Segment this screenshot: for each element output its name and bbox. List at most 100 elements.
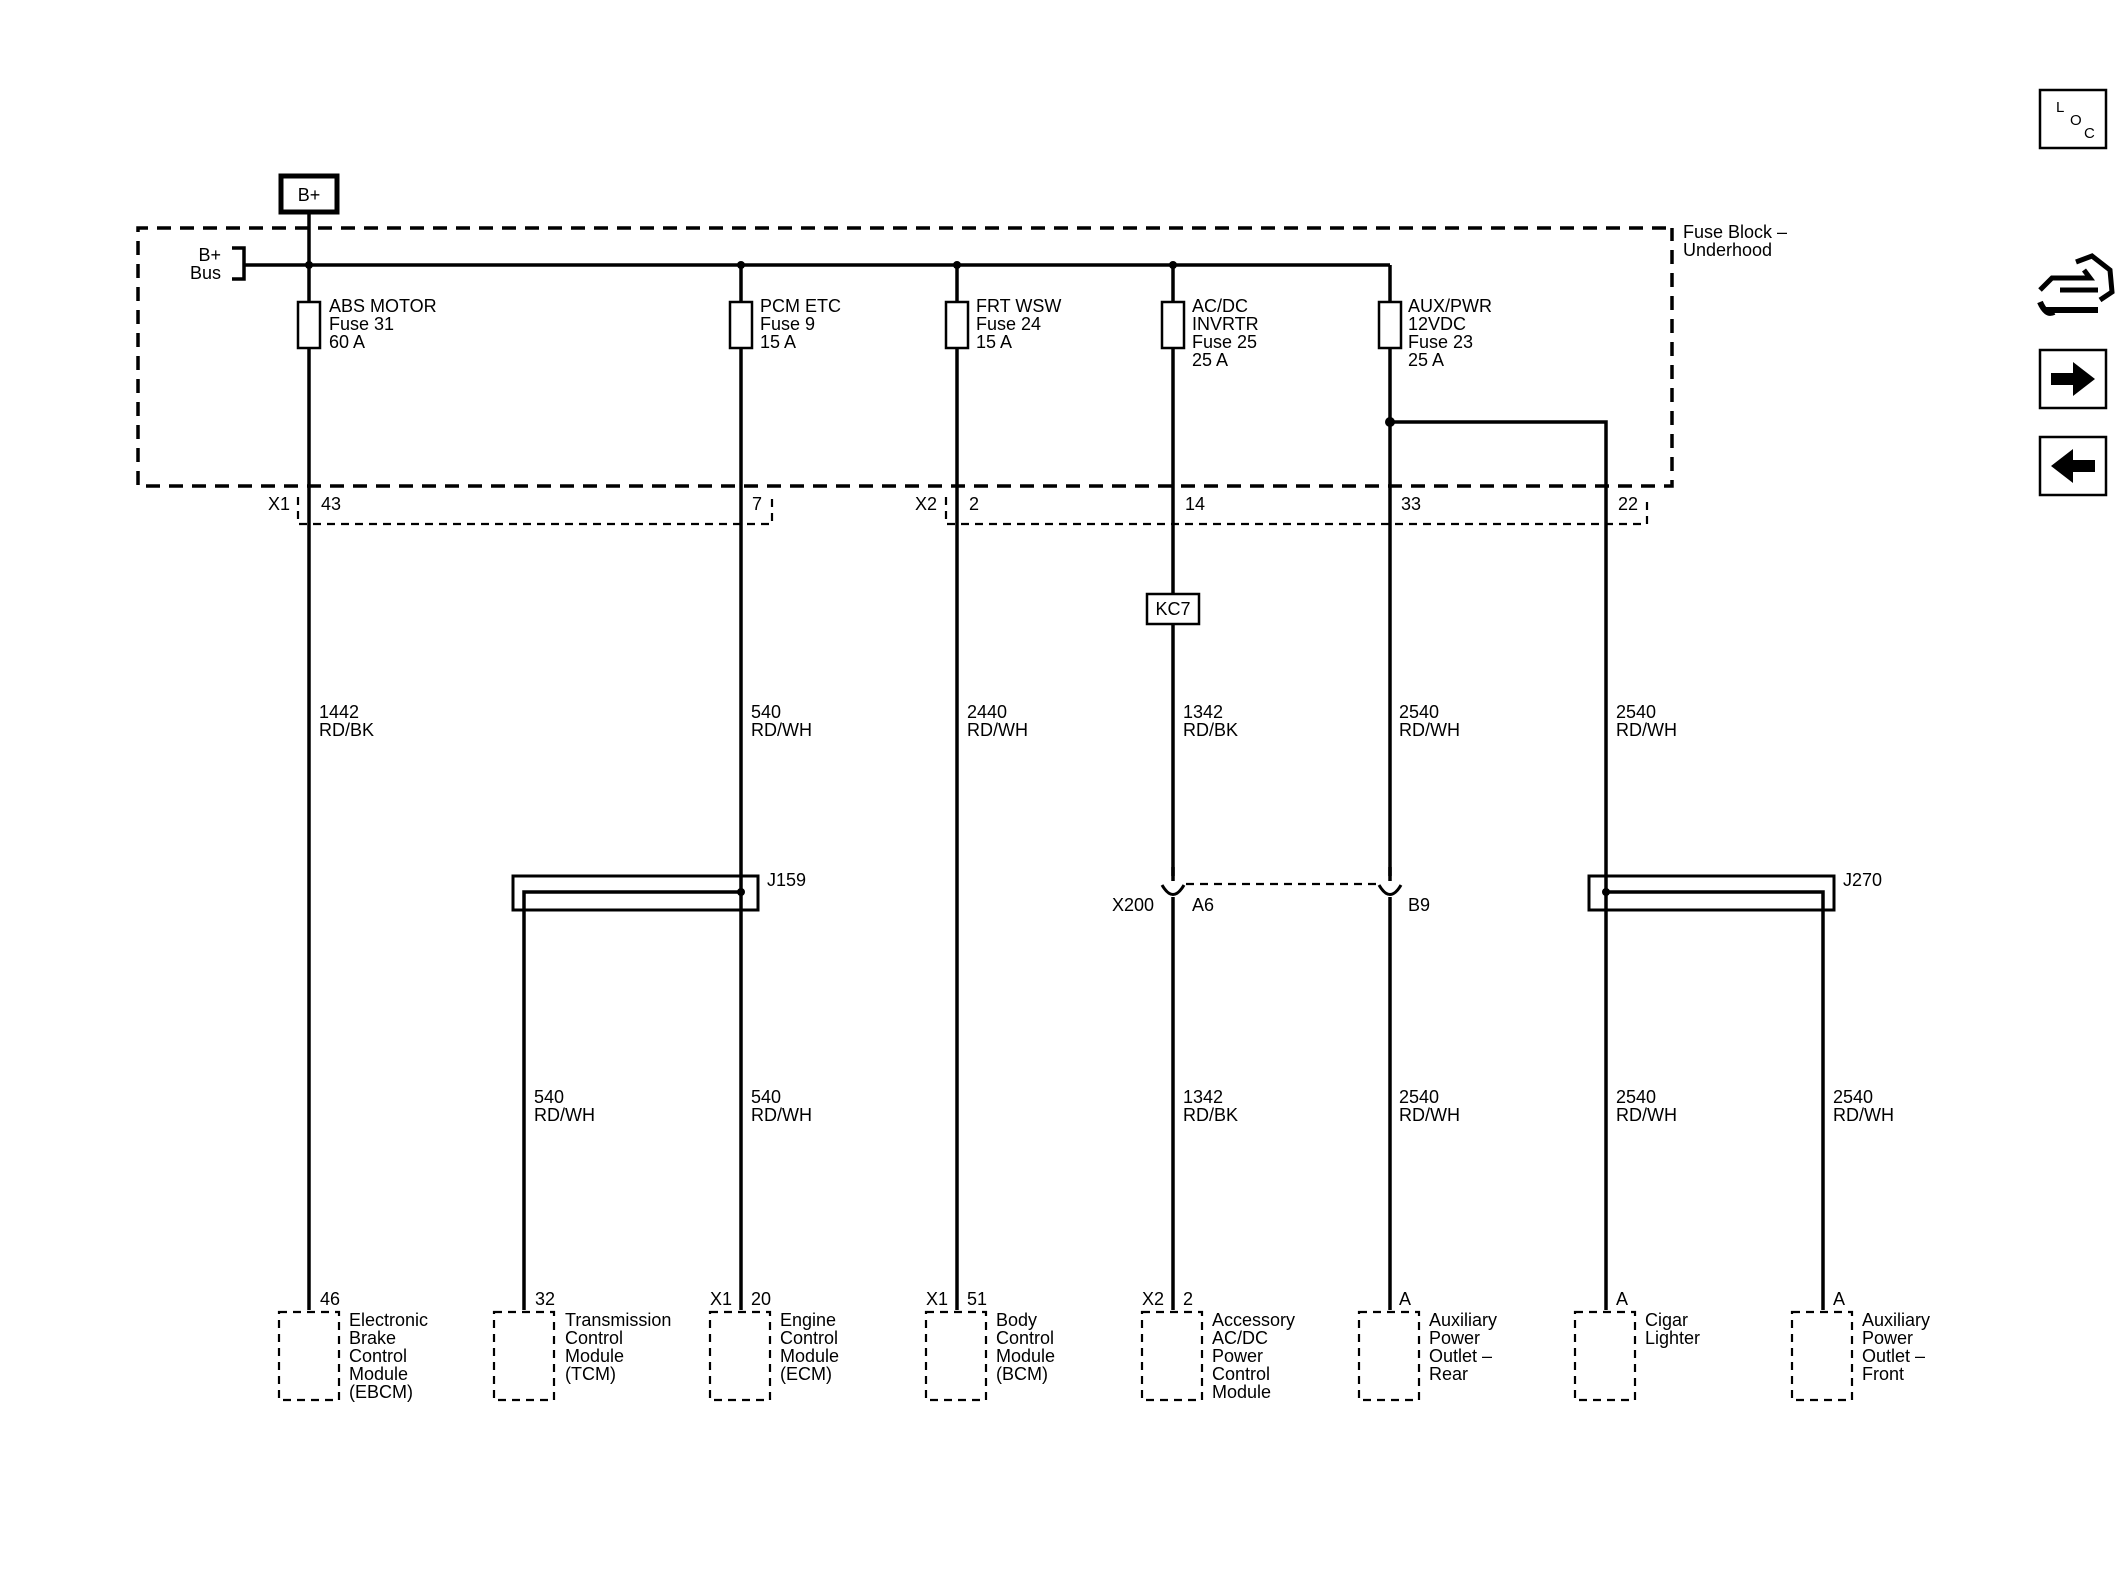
connector-x1-label: X1 (268, 494, 290, 514)
bus-label-2: Bus (190, 263, 221, 283)
component-aux-rear-name-2: Power (1429, 1328, 1480, 1348)
component-aux-rear-name-4: Rear (1429, 1364, 1468, 1384)
wire-2540-number: 2540 (1399, 702, 1439, 722)
fuse-25-label: AC/DC (1192, 296, 1248, 316)
component-aux-outlet-rear: A Auxiliary Power Outlet – Rear (1357, 1289, 1497, 1402)
component-ebcm-name-3: Control (349, 1346, 407, 1366)
fuse-31-branch: ABS MOTOR Fuse 31 60 A (296, 261, 437, 1310)
component-apcm-name-3: Power (1212, 1346, 1263, 1366)
next-page-button[interactable] (2038, 348, 2108, 410)
wire-2540-cigar-color: RD/WH (1616, 1105, 1677, 1125)
wire-540-ecm-number: 540 (751, 1087, 781, 1107)
fuse-23-rating: 25 A (1408, 350, 1444, 370)
component-tcm-name-1: Transmission (565, 1310, 671, 1330)
splice-j159: J159 (511, 870, 806, 1310)
connector-x1: X1 43 7 (268, 494, 774, 526)
connector-x2-label: X2 (915, 494, 937, 514)
component-aux-front-name-3: Outlet – (1862, 1346, 1925, 1366)
component-aux-front-name-4: Front (1862, 1364, 1904, 1384)
component-bcm-name-3: Module (996, 1346, 1055, 1366)
component-ecm-name-2: Control (780, 1328, 838, 1348)
component-aux-rear-name-3: Outlet – (1429, 1346, 1492, 1366)
location-icon-o: O (2070, 112, 2082, 129)
pin-7-label: 7 (752, 494, 762, 514)
component-ebcm: 46 Electronic Brake Control Module (EBCM… (277, 1289, 428, 1402)
component-apcm-name-4: Control (1212, 1364, 1270, 1384)
component-aux-rear-name-1: Auxiliary (1429, 1310, 1497, 1330)
fuse-block-name-2: Underhood (1683, 240, 1772, 260)
pin-2-label: 2 (969, 494, 979, 514)
splice-j159-label: J159 (767, 870, 806, 890)
wire-2440-color: RD/WH (967, 720, 1028, 740)
component-aux-front-pin: A (1833, 1289, 1845, 1309)
wire-540-ecm-color: RD/WH (751, 1105, 812, 1125)
component-aux-front-name-2: Power (1862, 1328, 1913, 1348)
component-ecm-name-1: Engine (780, 1310, 836, 1330)
pin-43-label: 43 (321, 494, 341, 514)
component-bcm-name-1: Body (996, 1310, 1037, 1330)
component-bcm: X1 51 Body Control Module (BCM) (924, 1289, 1055, 1402)
fuse-9-branch: PCM ETC Fuse 9 15 A (728, 261, 841, 1310)
component-bcm-name-4: (BCM) (996, 1364, 1048, 1384)
fuse-25-label-2: INVRTR (1192, 314, 1259, 334)
component-cigar-pin: A (1616, 1289, 1628, 1309)
wire-2540-cigar-number: 2540 (1616, 1087, 1656, 1107)
component-aux-outlet-front: A Auxiliary Power Outlet – Front (1790, 1289, 1930, 1402)
wire-2540-rear-number: 2540 (1399, 1087, 1439, 1107)
battery-source-label: B+ (298, 185, 321, 205)
fuse-23-label-2: 12VDC (1408, 314, 1466, 334)
fuse-23-number: Fuse 23 (1408, 332, 1473, 352)
previous-page-button[interactable] (2038, 435, 2108, 497)
fuse-25-branch: AC/DC INVRTR Fuse 25 25 A (1160, 261, 1259, 594)
wire-540-tcm-color: RD/WH (534, 1105, 595, 1125)
fuse-25-symbol (1160, 300, 1186, 350)
component-tcm: 32 Transmission Control Module (TCM) (492, 1289, 671, 1402)
diagnostic-tools-icon[interactable] (2037, 253, 2115, 316)
wire-2540-front-color: RD/WH (1833, 1105, 1894, 1125)
component-aux-front-name-1: Auxiliary (1862, 1310, 1930, 1330)
location-icon-c: C (2084, 125, 2095, 142)
component-apcm-name-2: AC/DC (1212, 1328, 1268, 1348)
fuse-31-rating: 60 A (329, 332, 365, 352)
component-ebcm-name-4: Module (349, 1364, 408, 1384)
wire-2540-color: RD/WH (1399, 720, 1460, 740)
fuse-9-label: PCM ETC (760, 296, 841, 316)
wire-2440-number: 2440 (967, 702, 1007, 722)
wire-2540b-color: RD/WH (1616, 720, 1677, 740)
component-ecm-name-3: Module (780, 1346, 839, 1366)
component-aux-rear-pin: A (1399, 1289, 1411, 1309)
wire-1442-color: RD/BK (319, 720, 374, 740)
wire-540-tcm-number: 540 (534, 1087, 564, 1107)
fuse-25-number: Fuse 25 (1192, 332, 1257, 352)
location-icon-l: L (2056, 99, 2064, 116)
component-accessory-power-module: X2 2 Accessory AC/DC Power Control Modul… (1140, 1289, 1295, 1402)
fuse-31-label: ABS MOTOR (329, 296, 437, 316)
pin-22-label: 22 (1618, 494, 1638, 514)
arrow-right-icon (2051, 362, 2095, 396)
wire-1442-number: 1442 (319, 702, 359, 722)
location-button[interactable]: L O C (2038, 88, 2108, 150)
component-tcm-name-4: (TCM) (565, 1364, 616, 1384)
wire-2540b-number: 2540 (1616, 702, 1656, 722)
fuse-24-rating: 15 A (976, 332, 1012, 352)
fuse-9-number: Fuse 9 (760, 314, 815, 334)
fuse-23-symbol (1377, 300, 1403, 350)
inline-x200-label: X200 (1112, 895, 1154, 915)
component-apcm-pin: 2 (1183, 1289, 1193, 1309)
wire-540-number: 540 (751, 702, 781, 722)
inline-connector-x200: X200 A6 B9 (1112, 867, 1430, 1310)
component-ecm-name-4: (ECM) (780, 1364, 832, 1384)
component-apcm-connector: X2 (1142, 1289, 1164, 1309)
connector-x2: X2 2 14 33 22 (915, 494, 1649, 526)
component-ebcm-pin: 46 (320, 1289, 340, 1309)
fuse-31-number: Fuse 31 (329, 314, 394, 334)
inline-b9-label: B9 (1408, 895, 1430, 915)
component-apcm-name-1: Accessory (1212, 1310, 1295, 1330)
component-bcm-connector: X1 (926, 1289, 948, 1309)
wire-540-color: RD/WH (751, 720, 812, 740)
component-cigar-name-2: Lighter (1645, 1328, 1700, 1348)
kc7-label: KC7 (1155, 599, 1190, 619)
fuse-25-rating: 25 A (1192, 350, 1228, 370)
fuse-block-outline (136, 226, 1674, 488)
